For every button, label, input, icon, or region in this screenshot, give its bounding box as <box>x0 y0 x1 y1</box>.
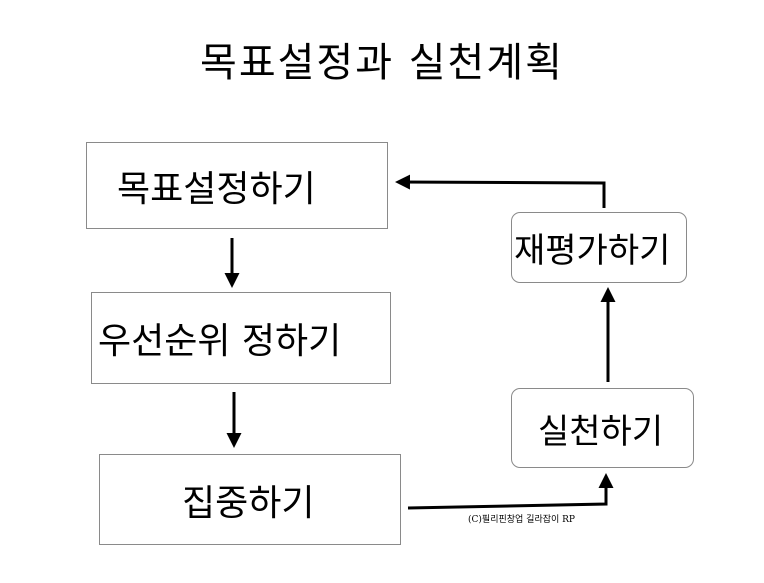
arrow-focus-to-execute <box>407 473 614 510</box>
step-execute: 실천하기 <box>511 388 694 468</box>
step-goal-setting-label: 목표설정하기 <box>117 168 316 210</box>
arrow-reevaluate-to-goal <box>395 174 606 208</box>
step-prioritize-label: 우선순위 정하기 <box>98 321 342 362</box>
diagram-title: 목표설정과 실천계획 <box>200 40 564 86</box>
copyright-text: (C)필리핀창업 길라잡이 RP <box>468 515 575 525</box>
step-reevaluate: 재평가하기 <box>511 212 687 283</box>
step-execute-label: 실천하기 <box>538 411 664 452</box>
step-focus-label: 집중하기 <box>182 482 315 524</box>
step-reevaluate-label: 재평가하기 <box>514 231 671 271</box>
step-focus: 집중하기 <box>99 454 401 545</box>
step-goal-setting: 목표설정하기 <box>86 142 388 229</box>
step-prioritize: 우선순위 정하기 <box>91 292 391 384</box>
